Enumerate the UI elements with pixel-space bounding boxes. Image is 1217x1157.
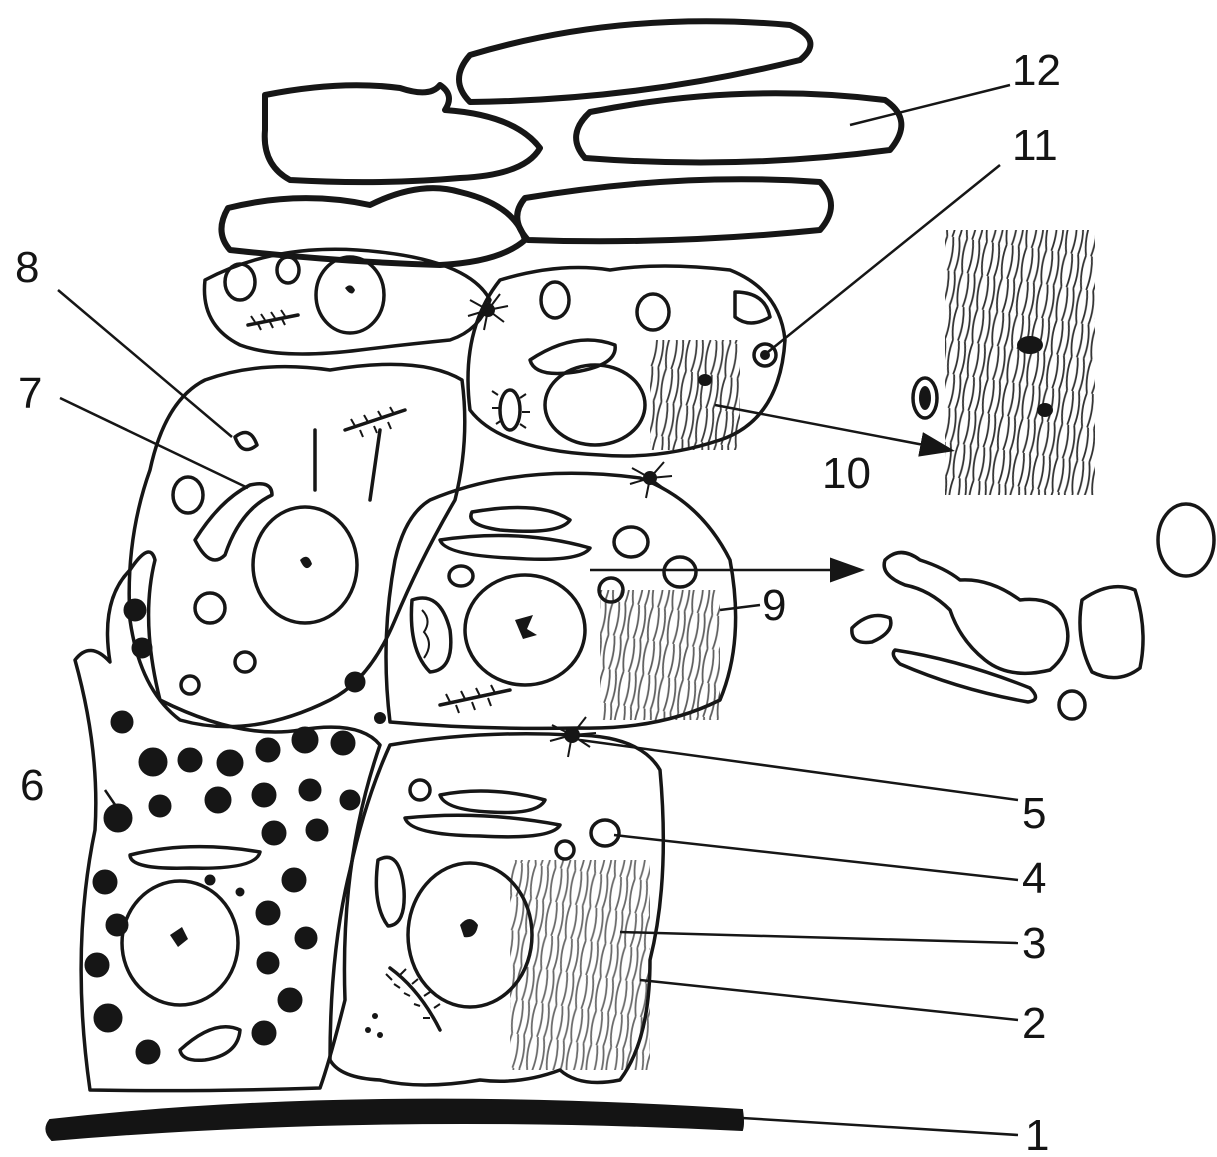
squames — [221, 21, 901, 265]
inset-organelles — [852, 504, 1214, 719]
label-1: 1 — [1025, 1111, 1049, 1157]
label-9: 9 — [762, 581, 786, 630]
basal-cell-granular — [75, 552, 380, 1091]
upper-left-cell — [204, 249, 490, 354]
label-10: 10 — [822, 449, 871, 498]
basement-membrane — [46, 1100, 743, 1140]
spinous-cell-middle — [386, 473, 736, 728]
label-2: 2 — [1022, 999, 1046, 1048]
granular-cell — [468, 266, 785, 456]
label-5: 5 — [1022, 789, 1046, 838]
inset-fibril-bundle — [913, 230, 1095, 495]
label-12: 12 — [1012, 46, 1061, 95]
basal-cell-fibrillar — [330, 734, 663, 1085]
label-6: 6 — [20, 761, 44, 810]
label-3: 3 — [1022, 919, 1046, 968]
label-4: 4 — [1022, 854, 1046, 903]
spinous-cell-dotted — [129, 364, 465, 726]
label-11: 11 — [1012, 121, 1058, 170]
label-7: 7 — [18, 369, 42, 418]
label-8: 8 — [15, 243, 39, 292]
